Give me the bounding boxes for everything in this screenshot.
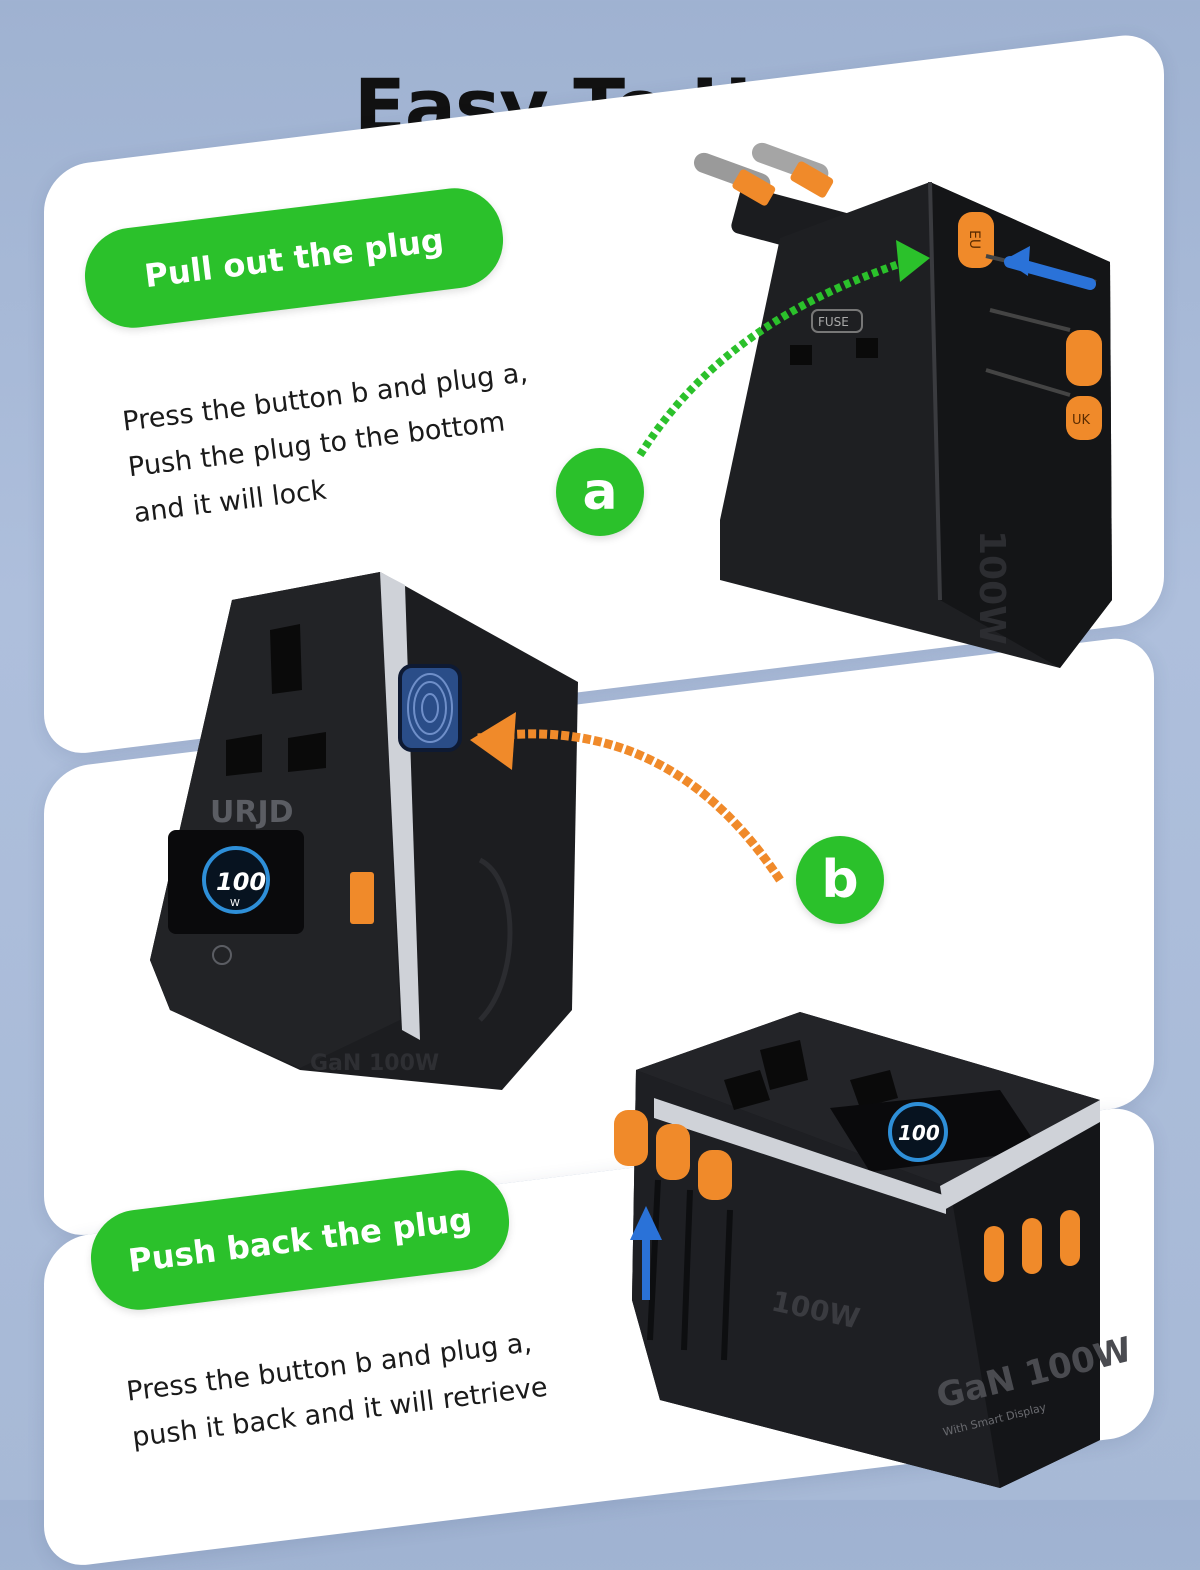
badge-a: a [556,448,644,536]
badge-b: b [796,836,884,924]
